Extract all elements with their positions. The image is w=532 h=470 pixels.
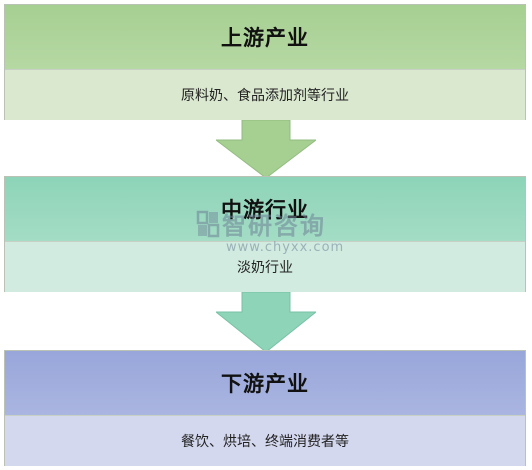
midstream-detail: 淡奶行业 xyxy=(5,241,525,292)
upstream-detail: 原料奶、食品添加剂等行业 xyxy=(5,69,525,120)
upstream-box: 上游产业 原料奶、食品添加剂等行业 xyxy=(4,4,526,120)
midstream-box: 中游行业 淡奶行业 xyxy=(4,176,526,292)
upstream-title: 上游产业 xyxy=(5,5,525,69)
downstream-box: 下游产业 餐饮、烘培、终端消费者等 xyxy=(4,350,526,466)
down-arrow-2 xyxy=(216,292,316,352)
midstream-title: 中游行业 xyxy=(5,177,525,241)
downstream-title: 下游产业 xyxy=(5,351,525,415)
down-arrow-1 xyxy=(216,120,316,178)
downstream-detail: 餐饮、烘培、终端消费者等 xyxy=(5,415,525,466)
